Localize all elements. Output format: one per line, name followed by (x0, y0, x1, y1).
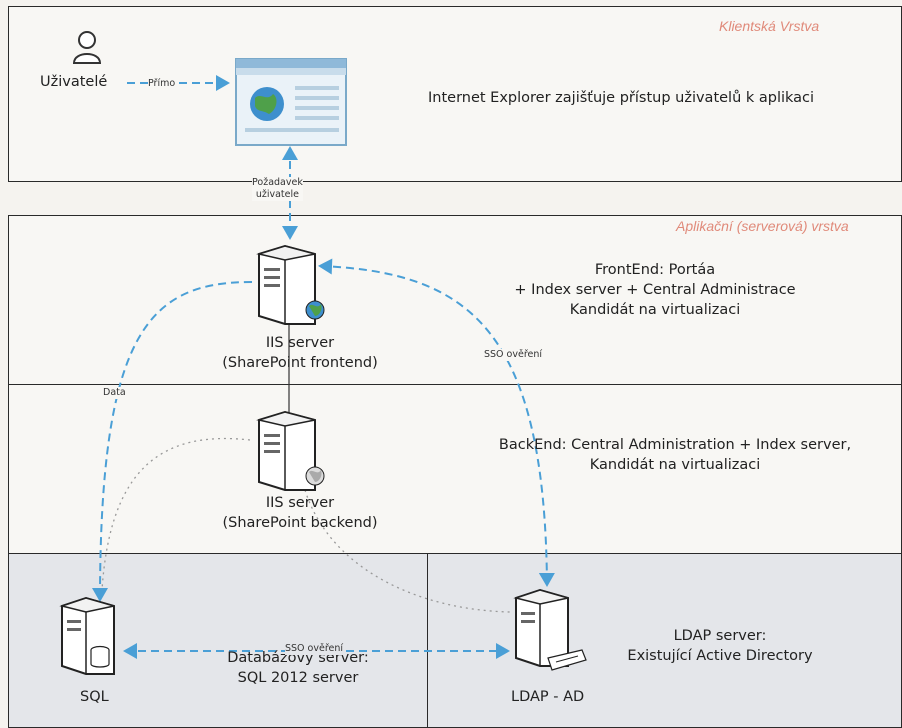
sso-db-label: SSO ověření (285, 643, 344, 655)
sql-server-icon (59, 596, 115, 675)
client-layer-title: Klientská Vrstva (719, 18, 820, 34)
ldap-description: LDAP server: Existující Active Directory (627, 628, 813, 664)
frontend-description: FrontEnd: Portáa + Index server + Centra… (514, 262, 796, 318)
frontend-server-icon (256, 244, 325, 325)
sql-label: SQL (80, 689, 109, 705)
backend-server-icon (256, 410, 325, 491)
request-label: Požadavek uživatele (252, 177, 303, 201)
ldap-label: LDAP - AD (511, 689, 585, 705)
application-layer-title: Aplikační (serverová) vrstva (676, 218, 849, 234)
users-icon (72, 31, 102, 64)
ie-description: Internet Explorer zajišťuje přístup uživ… (428, 90, 815, 106)
sso-frontend-label: SSO ověření (484, 349, 543, 361)
direct-label: Přímo (148, 78, 176, 90)
users-label: Uživatelé (40, 74, 108, 90)
frontend-server-label: IIS server (SharePoint frontend) (222, 335, 378, 371)
browser-window-icon (235, 58, 347, 146)
backend-description: BackEnd: Central Administration + Index … (498, 437, 852, 473)
data-label: Data (103, 387, 126, 399)
ldap-server-icon (513, 588, 587, 671)
backend-server-label: IIS server (SharePoint backend) (222, 495, 378, 531)
client-layer (8, 6, 902, 182)
